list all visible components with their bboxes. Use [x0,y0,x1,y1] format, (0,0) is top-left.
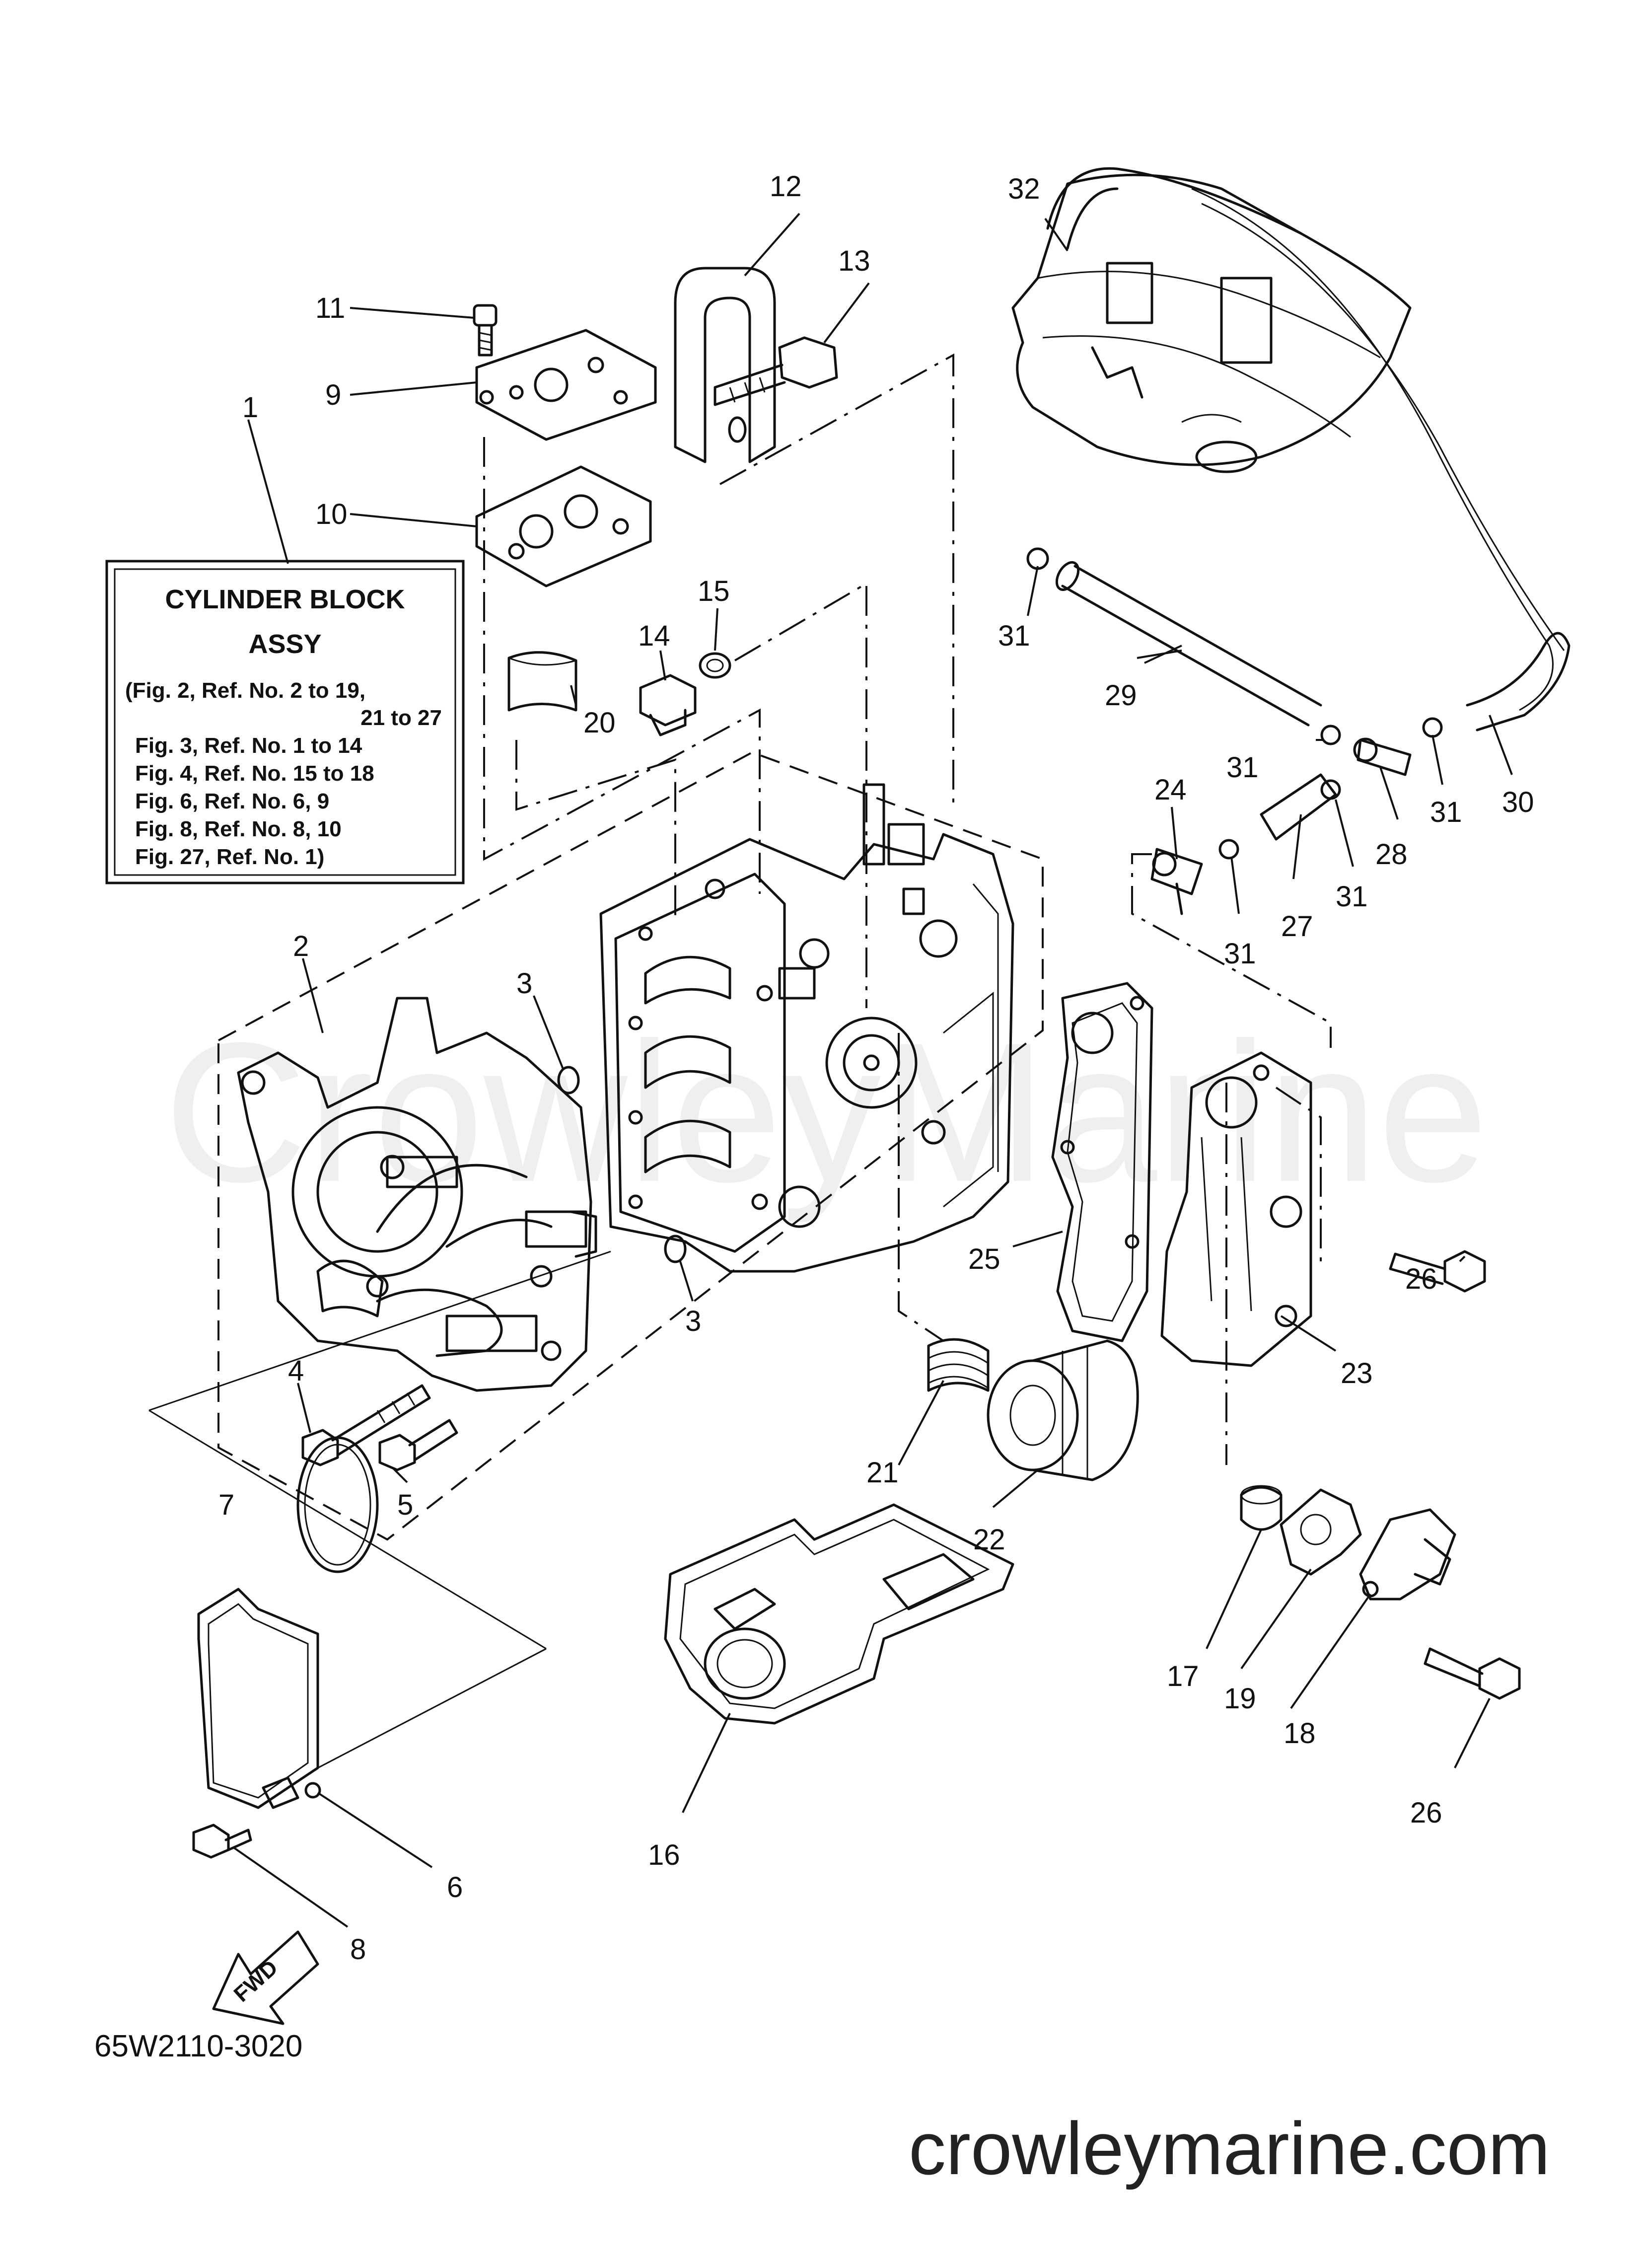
callout-2: 2 [293,930,309,962]
bolt-5 [378,1419,458,1471]
callout-29: 29 [1105,679,1137,712]
box-line: Fig. 8, Ref. No. 8, 10 [135,817,342,841]
callout-28: 28 [1375,838,1408,871]
callout-21: 21 [866,1457,899,1489]
callout-15: 15 [698,575,730,607]
callout-31: 31 [1430,796,1462,828]
thermostat-cover-18 [1359,1508,1456,1601]
box-subtitle: ASSY [248,629,321,659]
callout-31: 31 [1336,880,1368,913]
callout-22: 22 [973,1524,1005,1556]
bolt-26 [1389,1250,1486,1293]
box-line: 21 to 27 [360,706,442,730]
callout-12: 12 [770,170,802,203]
cover-6 [197,1588,321,1809]
box-line: Fig. 4, Ref. No. 15 to 18 [135,761,374,786]
hose-29 [1055,561,1322,727]
leader-lines [232,213,1513,1928]
guide-line [1131,853,1332,1048]
callout-25: 25 [968,1243,1000,1275]
lower-casing-sketch [1011,167,1565,711]
callout-32: 32 [1008,173,1040,205]
callout-1: 1 [242,391,258,424]
bolt-11 [473,304,498,357]
screw-8 [192,1824,252,1859]
thermostat-17 [1240,1485,1283,1531]
plug-14 [639,674,697,736]
callout-30: 30 [1502,786,1534,818]
strainer-21 [927,1338,990,1392]
gasket-16 [664,1503,1014,1725]
callout-9: 9 [325,379,341,411]
callout-13: 13 [838,245,870,277]
callout-17: 17 [1167,1660,1199,1692]
hose-27 [1260,773,1337,841]
callout-27: 27 [1281,910,1313,943]
bolt-4 [301,1384,431,1466]
sleeve-20 [507,651,577,712]
callout-4: 4 [288,1355,304,1387]
fwd-label: FWD [229,1955,283,2006]
cylinder-block-info-box: CYLINDER BLOCK ASSY (Fig. 2, Ref. No. 2 … [105,560,465,884]
callout-3: 3 [516,967,532,1000]
box-line: (Fig. 2, Ref. No. 2 to 19, [125,678,365,703]
box-line: Fig. 3, Ref. No. 1 to 14 [135,733,362,758]
callout-6: 6 [447,1871,463,1903]
guide-lines [483,353,1322,1465]
watermark: CrowleyMarine [164,1001,1489,1223]
callout-20: 20 [583,707,616,739]
callout-19: 19 [1224,1683,1256,1715]
callout-26: 26 [1405,1263,1437,1295]
gasket-10 [475,465,652,587]
site-footer-link[interactable]: crowleymarine.com [909,2107,1550,2190]
callout-8: 8 [350,1933,366,1966]
hose-clips-31 [1026,547,1443,860]
callout-11: 11 [315,292,345,324]
washer-15 [699,652,731,679]
box-title: CYLINDER BLOCK [165,585,405,614]
assembly-lines [148,1250,611,1769]
bolt-26 [1424,1647,1521,1700]
callout-10: 10 [315,498,348,530]
callout-31: 31 [1224,938,1256,970]
callout-18: 18 [1284,1717,1316,1750]
diagram-part-number: 65W2110-3020 [94,2029,303,2063]
cylinder-head-2 [237,997,597,1392]
assembly-dashed-outline [217,751,1044,1541]
fwd-arrow-icon: FWD [212,1930,319,2025]
callout-labels: 1 2 3 3 4 5 6 7 8 9 10 11 12 13 14 15 16… [218,170,1534,1966]
cover-23 [1160,1051,1312,1367]
clamp-12 [674,267,776,463]
box-line: Fig. 27, Ref. No. 1) [135,845,324,869]
callout-23: 23 [1341,1357,1373,1390]
callout-7: 7 [218,1489,234,1521]
plate-9 [475,329,657,441]
joint-24 [1150,848,1203,915]
hose-30 [1466,632,1571,732]
callout-26: 26 [1410,1797,1442,1829]
callout-24: 24 [1154,774,1187,806]
callout-5: 5 [397,1489,413,1521]
callout-16: 16 [648,1839,680,1871]
callout-31: 31 [1226,751,1259,784]
oil-filter-22 [987,1339,1139,1481]
callout-31: 31 [998,620,1030,652]
box-line: Fig. 6, Ref. No. 6, 9 [135,789,329,813]
cylinder-block [599,783,1014,1273]
joint-28 [1353,737,1412,776]
callout-14: 14 [638,620,670,652]
gasket-19 [1280,1488,1362,1576]
bolt-13 [714,336,838,406]
dowel-pins-3 [557,1066,687,1263]
callout-3: 3 [685,1305,701,1337]
gasket-25 [1051,982,1153,1342]
